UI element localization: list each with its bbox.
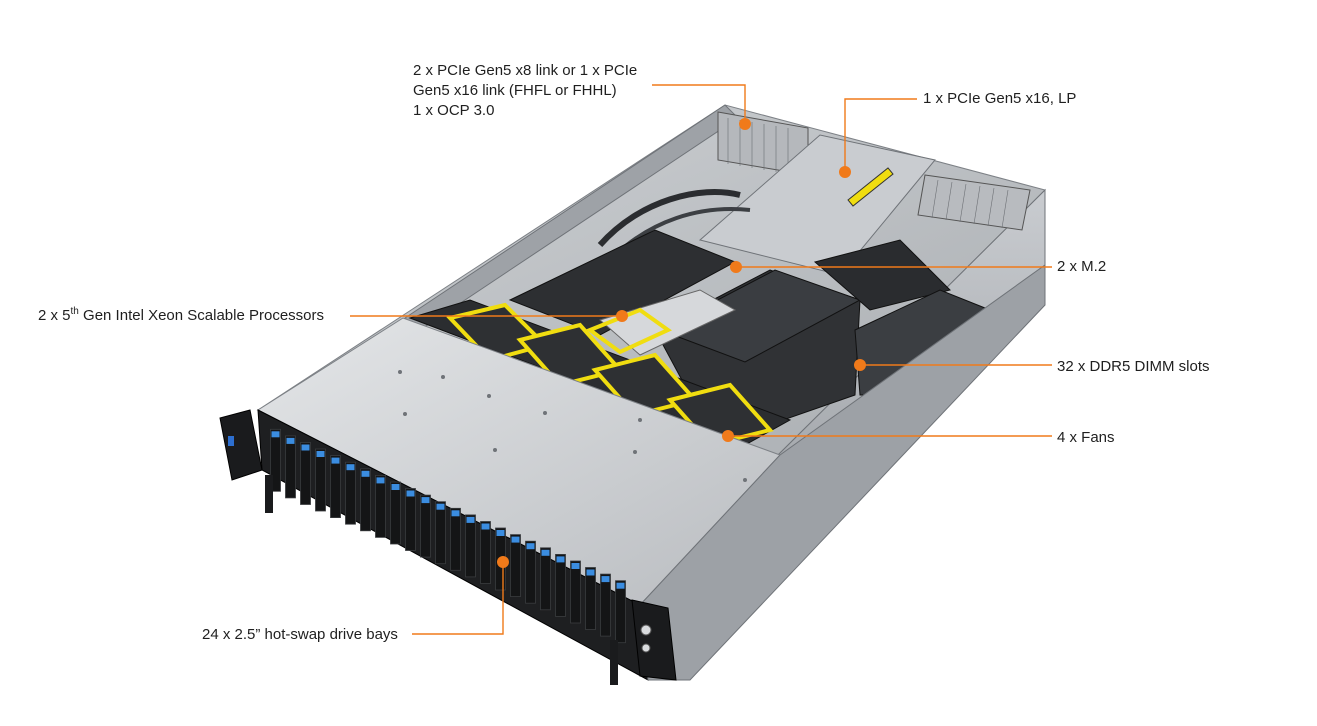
callout-pcie-lp: 1 x PCIe Gen5 x16, LP: [923, 90, 1077, 107]
drive-bay: [450, 507, 461, 571]
drive-bay: [270, 428, 281, 492]
drive-bay: [300, 442, 311, 505]
drive-bay: [315, 448, 326, 512]
drive-bay: [540, 547, 551, 611]
chassis-right-lower: [639, 264, 1046, 681]
handle-left: [265, 475, 273, 513]
drive-bay-led: [466, 516, 475, 523]
drive-bay-led: [616, 582, 625, 589]
drive-bay-led: [391, 484, 400, 490]
fans: [446, 302, 774, 448]
rack-ear-left: [219, 409, 263, 481]
drive-bay: [600, 573, 611, 637]
cable-bundle: [597, 189, 741, 247]
psu-duct: [698, 134, 936, 276]
drive-bay-led: [556, 556, 565, 563]
drive-bay: [570, 560, 581, 624]
drive-bay: [285, 435, 296, 499]
drive-bay: [555, 554, 566, 617]
drive-bay-led: [601, 576, 610, 583]
callout-dot-drive-bays: [497, 556, 509, 568]
drive-bay-led: [421, 497, 430, 504]
drive-bay-led: [511, 536, 520, 543]
drive-bay-group: [270, 428, 626, 644]
cpu-bracket: [598, 289, 737, 356]
drive-bay-led: [406, 490, 415, 497]
callout-pcie-ocp: 2 x PCIe Gen5 x8 link or 1 x PCIe Gen5 x…: [413, 61, 637, 121]
callout-dot-pcie-lp: [839, 166, 851, 178]
drive-bay-led: [331, 457, 340, 464]
callout-dot-fans: [722, 430, 734, 442]
leader-pcie-lp: [844, 98, 917, 172]
callout-drive-bays: 24 x 2.5” hot-swap drive bays: [202, 626, 398, 643]
callout-fans: 4 x Fans: [1057, 429, 1115, 446]
drive-bay: [585, 567, 596, 630]
drive-bay: [465, 514, 476, 578]
drive-bay-led: [451, 510, 460, 517]
drive-bay-led: [481, 523, 490, 530]
drive-bay: [360, 468, 371, 532]
cpu-shroud-3: [813, 239, 951, 311]
callout-pcie-ocp-line-1: 2 x PCIe Gen5 x8 link or 1 x PCIe: [413, 62, 638, 79]
drive-bay: [390, 481, 401, 545]
drive-bay-led: [286, 437, 295, 444]
callout-processors-superscript: th: [70, 306, 79, 317]
callout-pcie-ocp-line-3: 1 x OCP 3.0: [413, 102, 495, 119]
callout-dimm: 32 x DDR5 DIMM slots: [1057, 358, 1210, 375]
lid-holes: [398, 370, 747, 482]
drive-bay: [345, 461, 356, 525]
lp-card-handle: [847, 167, 894, 207]
leader-pcie-ocp: [652, 84, 746, 124]
callout-dot-pcie-ocp: [739, 118, 751, 130]
drive-bay-led: [541, 549, 550, 556]
drive-bay-led: [346, 464, 355, 471]
rack-ear-right: [631, 599, 677, 681]
drive-bay-led: [271, 431, 280, 438]
callout-dot-m2: [730, 261, 742, 273]
drive-bay: [405, 488, 416, 551]
drive-bay: [435, 501, 446, 565]
callout-dot-dimm: [854, 359, 866, 371]
drive-bay-led: [436, 503, 445, 510]
drive-bay: [525, 540, 536, 604]
drive-bay-led: [571, 563, 580, 569]
callout-m2: 2 x M.2: [1057, 258, 1107, 275]
handle-right: [610, 640, 618, 685]
drive-bay-led: [586, 569, 595, 576]
drive-bay: [615, 580, 626, 644]
drive-bay-led: [316, 451, 325, 457]
riser-cage-right-mesh: [931, 179, 1009, 229]
drive-bay: [375, 474, 386, 538]
drive-bay: [510, 534, 521, 597]
riser-cage-right: [917, 174, 1031, 231]
cpu-bracket-yellow: [0, 0, 1, 1]
callout-dot-processors: [616, 310, 628, 322]
drive-bay-led: [361, 470, 370, 477]
drive-bay-led: [301, 444, 310, 451]
drive-bay-led: [526, 543, 535, 550]
callout-pcie-ocp-line-2: Gen5 x16 link (FHFL or FHHL): [413, 82, 617, 99]
drive-bay: [420, 494, 431, 558]
drive-bay-led: [376, 477, 385, 484]
drive-bay-led: [496, 530, 505, 536]
callout-processors: 2 x 5th Gen Intel Xeon Scalable Processo…: [38, 306, 324, 326]
leader-drive-bays: [412, 562, 504, 635]
callout-processors-prefix: 2 x 5: [38, 307, 71, 324]
drive-bay: [330, 455, 341, 519]
drive-bay: [480, 521, 491, 584]
callout-processors-suffix: Gen Intel Xeon Scalable Processors: [78, 307, 325, 324]
